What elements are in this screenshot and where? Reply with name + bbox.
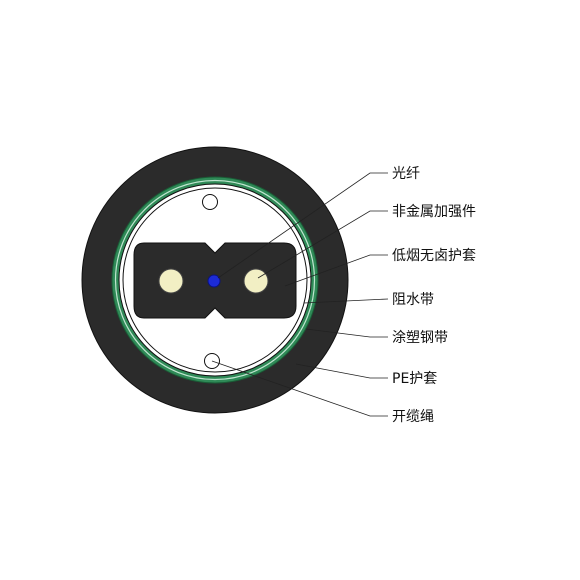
optical-fiber	[207, 274, 221, 288]
leader-water-blocking-tape	[303, 298, 389, 304]
strength-member-left	[158, 268, 184, 294]
leader-pe-sheath	[295, 363, 388, 379]
label-pe-sheath: PE护套	[392, 371, 437, 387]
label-water-blocking-tape: 阻水带	[392, 292, 434, 308]
ripcord-top	[202, 194, 218, 210]
strength-member-right	[243, 268, 269, 294]
label-ripcord: 开缆绳	[392, 409, 434, 425]
label-coated-steel-tape: 涂塑钢带	[392, 330, 448, 346]
leader-lszh-sheath	[284, 254, 388, 287]
leader-fiber	[217, 172, 388, 279]
label-fiber: 光纤	[392, 166, 420, 182]
leader-coated-steel-tape	[305, 328, 388, 338]
steel-tape-highlight	[114, 179, 316, 381]
leader-ripcord	[211, 360, 388, 417]
label-lszh-sheath: 低烟无卤护套	[392, 248, 476, 264]
leader-strength-member	[257, 210, 388, 279]
label-strength-member: 非金属加强件	[392, 204, 476, 220]
